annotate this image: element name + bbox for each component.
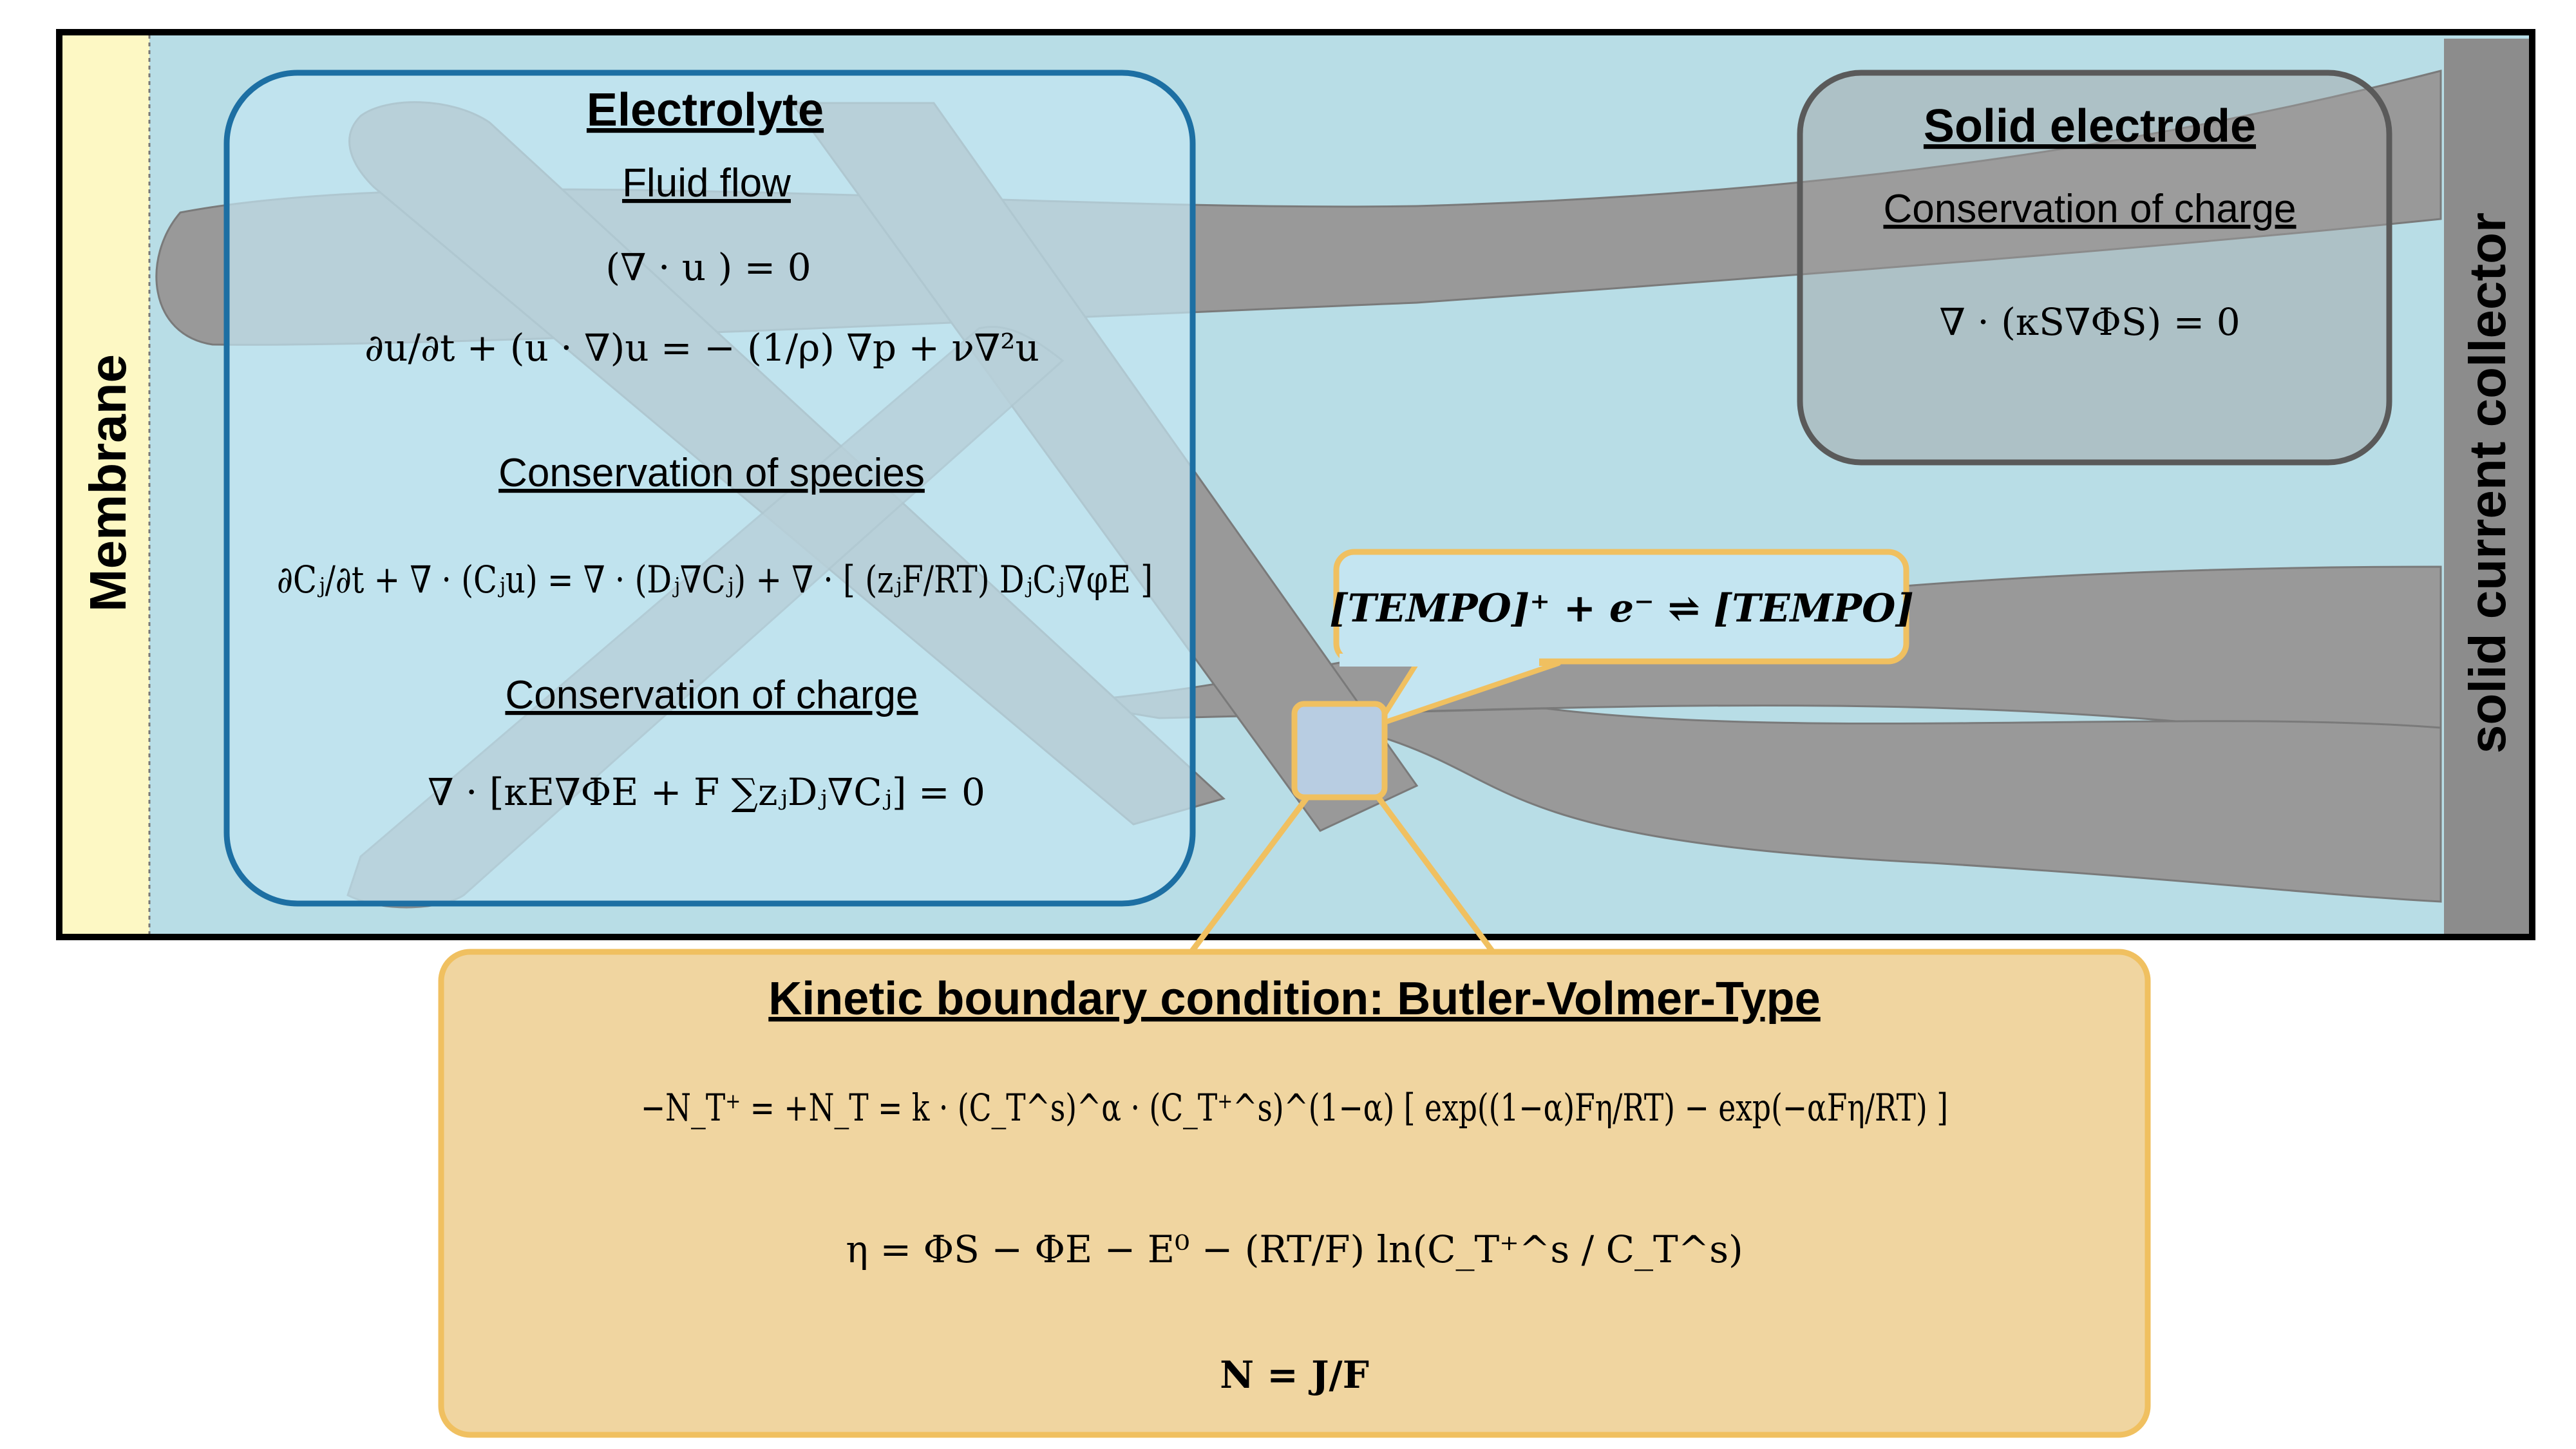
fluid-flow-heading: Fluid flow <box>622 161 791 205</box>
zoom-line-right <box>1376 795 1495 954</box>
current-collector <box>2444 39 2531 937</box>
navier-stokes-equation: ∂u/∂t + (u · ∇)u = − (1/ρ) ∇p + ν∇²u <box>365 326 1039 370</box>
electrolyte-title: Electrolyte <box>587 84 824 136</box>
membrane-label: Membrane <box>79 354 137 612</box>
reaction-equation: [TEMPO]⁺ + e⁻ ⇌ [TEMPO] <box>1329 586 1914 631</box>
electrolyte-box <box>223 70 1196 907</box>
flux-current-equation: N = J/F <box>1220 1353 1369 1397</box>
membrane-strip <box>58 31 151 938</box>
reaction-callout: [TEMPO]⁺ + e⁻ ⇌ [TEMPO] <box>1329 549 1914 727</box>
solid-charge-equation: ∇ · (κS∇ΦS) = 0 <box>1939 300 2240 344</box>
overpotential-equation: η = ΦS − ΦE − E⁰ − (RT/F) ln(C_T⁺^s / C_… <box>846 1227 1743 1271</box>
species-equation: ∂Cⱼ/∂t + ∇ · (Cⱼu) = ∇ · (Dⱼ∇Cⱼ) + ∇ · [… <box>277 558 1153 601</box>
solid-charge-heading: Conservation of charge <box>1883 187 2296 231</box>
solid-electrode-title: Solid electrode <box>1924 100 2256 152</box>
kinetic-title: Kinetic boundary condition: Butler-Volme… <box>768 973 1820 1025</box>
continuity-equation: (∇ · u ) = 0 <box>605 245 811 289</box>
charge-heading: Conservation of charge <box>505 673 918 717</box>
collector-label: solid current collector <box>2459 213 2516 753</box>
fiber-bottom-curved <box>1287 707 2442 903</box>
interface-zoom-region <box>1291 701 1388 800</box>
solid-electrode-box <box>1797 70 2392 466</box>
reaction-callout-box <box>1333 549 1909 665</box>
species-heading: Conservation of species <box>498 451 925 495</box>
butler-volmer-equation: −N_T⁺ = +N_T = k · (C_T^s)^α · (C_T⁺^s)^… <box>641 1086 1948 1130</box>
electrolyte-charge-equation: ∇ · [κE∇ΦE + F ∑zⱼDⱼ∇Cⱼ] = 0 <box>428 770 985 814</box>
domain-border <box>56 29 2535 940</box>
zoom-line-left <box>1189 795 1310 954</box>
kinetic-box <box>438 949 2151 1438</box>
